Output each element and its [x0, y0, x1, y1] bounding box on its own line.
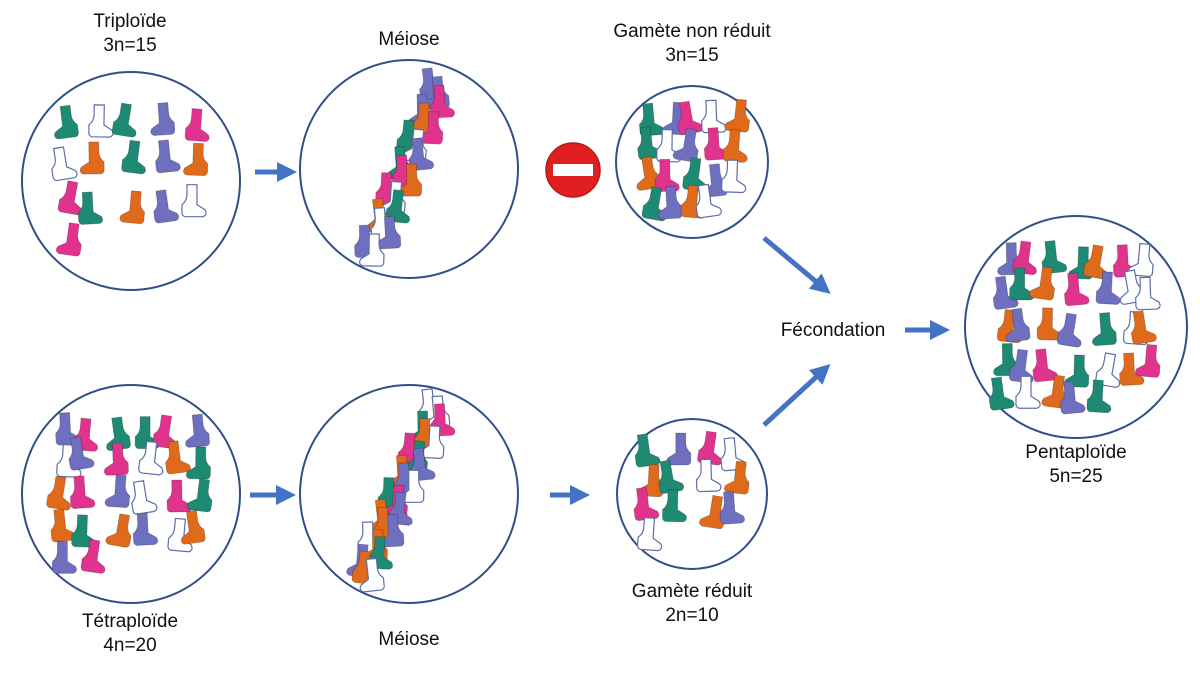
sock-chromosome-icon [1005, 307, 1031, 343]
sock-chromosome-icon [131, 480, 158, 515]
tetraploid-name: Tétraploïde [81, 611, 179, 632]
sock-chromosome-icon [359, 557, 385, 593]
sock-chromosome-icon [1119, 352, 1145, 386]
sock-chromosome-icon [79, 141, 105, 175]
sock-chromosome-icon [150, 102, 176, 136]
sock-chromosome-icon [1130, 310, 1157, 345]
sock-chromosome-icon [68, 436, 95, 471]
sock-chromosome-icon [636, 516, 663, 552]
sock-chromosome-icon [181, 184, 207, 218]
sock-chromosome-icon [132, 512, 159, 546]
sock-chromosome-icon [46, 475, 71, 511]
pentaploid-formula: 5n=25 [1049, 466, 1103, 487]
sock-chromosome-icon [54, 104, 79, 140]
sock-chromosome-icon [724, 98, 750, 133]
sock-chromosome-icon [1135, 276, 1161, 311]
sock-chromosome-icon [1008, 348, 1034, 384]
reduced-gamete-formula: 2n=10 [665, 605, 719, 626]
sock-chromosome-icon [69, 475, 96, 509]
sock-chromosome-icon [722, 128, 748, 163]
sock-chromosome-icon [51, 146, 78, 182]
sock-chromosome-icon [105, 513, 132, 548]
sock-chromosome-icon [992, 275, 1019, 310]
sock-chromosome-icon [155, 139, 181, 174]
sock-chromosome-icon [1086, 379, 1112, 414]
unreduced-gamete-formula: 3n=15 [665, 45, 719, 66]
arrow-reduced-to-fertilization [762, 363, 831, 427]
sock-chromosome-icon [80, 539, 106, 574]
sock-chromosome-icon [1134, 343, 1161, 378]
sock-chromosome-icon [104, 474, 131, 508]
triploid-name: Triploïde [93, 11, 167, 32]
sock-chromosome-icon [165, 440, 191, 475]
sock-chromosome-icon [103, 442, 129, 476]
sock-chromosome-icon [77, 191, 104, 225]
tetraploid-label: Tétraploïde 4n=20 [60, 610, 200, 658]
sock-chromosomes [46, 67, 1161, 593]
sock-chromosome-icon [121, 139, 146, 175]
sock-chromosome-icon [1127, 242, 1154, 278]
unreduced-gamete-label: Gamète non réduit 3n=15 [582, 20, 802, 68]
sock-chromosome-icon [1032, 348, 1059, 383]
sock-chromosome-icon [720, 159, 747, 194]
sock-chromosome-icon [988, 376, 1015, 411]
triploid-label: Triploïde 3n=15 [60, 10, 200, 58]
sock-chromosome-icon [52, 540, 77, 574]
sock-chromosome-icon [1029, 266, 1056, 301]
sock-chromosome-icon [111, 102, 137, 138]
pentaploid-label: Pentaploïde 5n=25 [1006, 441, 1146, 489]
sock-chromosome-icon [633, 486, 660, 522]
tetraploid-formula: 4n=20 [103, 635, 157, 656]
sock-chromosome-icon [1012, 240, 1037, 276]
sock-chromosome-icon [119, 190, 146, 225]
sock-chromosome-icon [183, 142, 209, 177]
reduced-gamete-label: Gamète réduit 2n=10 [602, 580, 782, 628]
sock-chromosome-icon [1063, 272, 1090, 307]
sock-chromosome-icon [1059, 380, 1086, 415]
sock-chromosome-icon [1056, 312, 1082, 348]
reduced-gamete-name: Gamète réduit [631, 581, 753, 602]
sock-chromosome-icon [153, 189, 180, 224]
sock-chromosome-icon [719, 491, 745, 525]
sock-chromosome-icon [723, 460, 750, 495]
arrow-unreduced-to-fertilization [762, 236, 831, 294]
sock-chromosome-icon [138, 440, 164, 476]
fertilization-label: Fécondation [780, 320, 886, 341]
sock-chromosome-icon [662, 489, 687, 523]
meiosis-bottom-label: Méiose [378, 629, 440, 650]
sock-chromosome-icon [359, 233, 385, 267]
meiosis-top-label: Méiose [378, 29, 440, 50]
sock-chromosome-icon [634, 433, 661, 468]
sock-chromosome-icon [186, 478, 213, 513]
sock-chromosome-icon [185, 446, 211, 480]
pentaploid-name: Pentaploïde [1025, 442, 1127, 463]
sock-chromosome-icon [180, 509, 206, 545]
sock-chromosome-icon [1092, 312, 1117, 346]
no-entry-icon [545, 142, 601, 198]
sock-chromosome-icon [1015, 375, 1041, 409]
sock-chromosome-icon [185, 413, 211, 448]
sock-chromosome-icon [657, 185, 683, 220]
unreduced-gamete-name: Gamète non réduit [613, 21, 771, 42]
sock-chromosome-icon [658, 459, 685, 495]
sock-chromosome-icon [695, 183, 722, 219]
sock-chromosome-icon [666, 432, 692, 466]
triploid-formula: 3n=15 [103, 35, 157, 56]
sock-chromosome-icon [55, 222, 82, 257]
sock-chromosome-icon [106, 416, 131, 452]
sock-chromosome-icon [184, 108, 210, 142]
sock-chromosome-icon [695, 458, 722, 493]
